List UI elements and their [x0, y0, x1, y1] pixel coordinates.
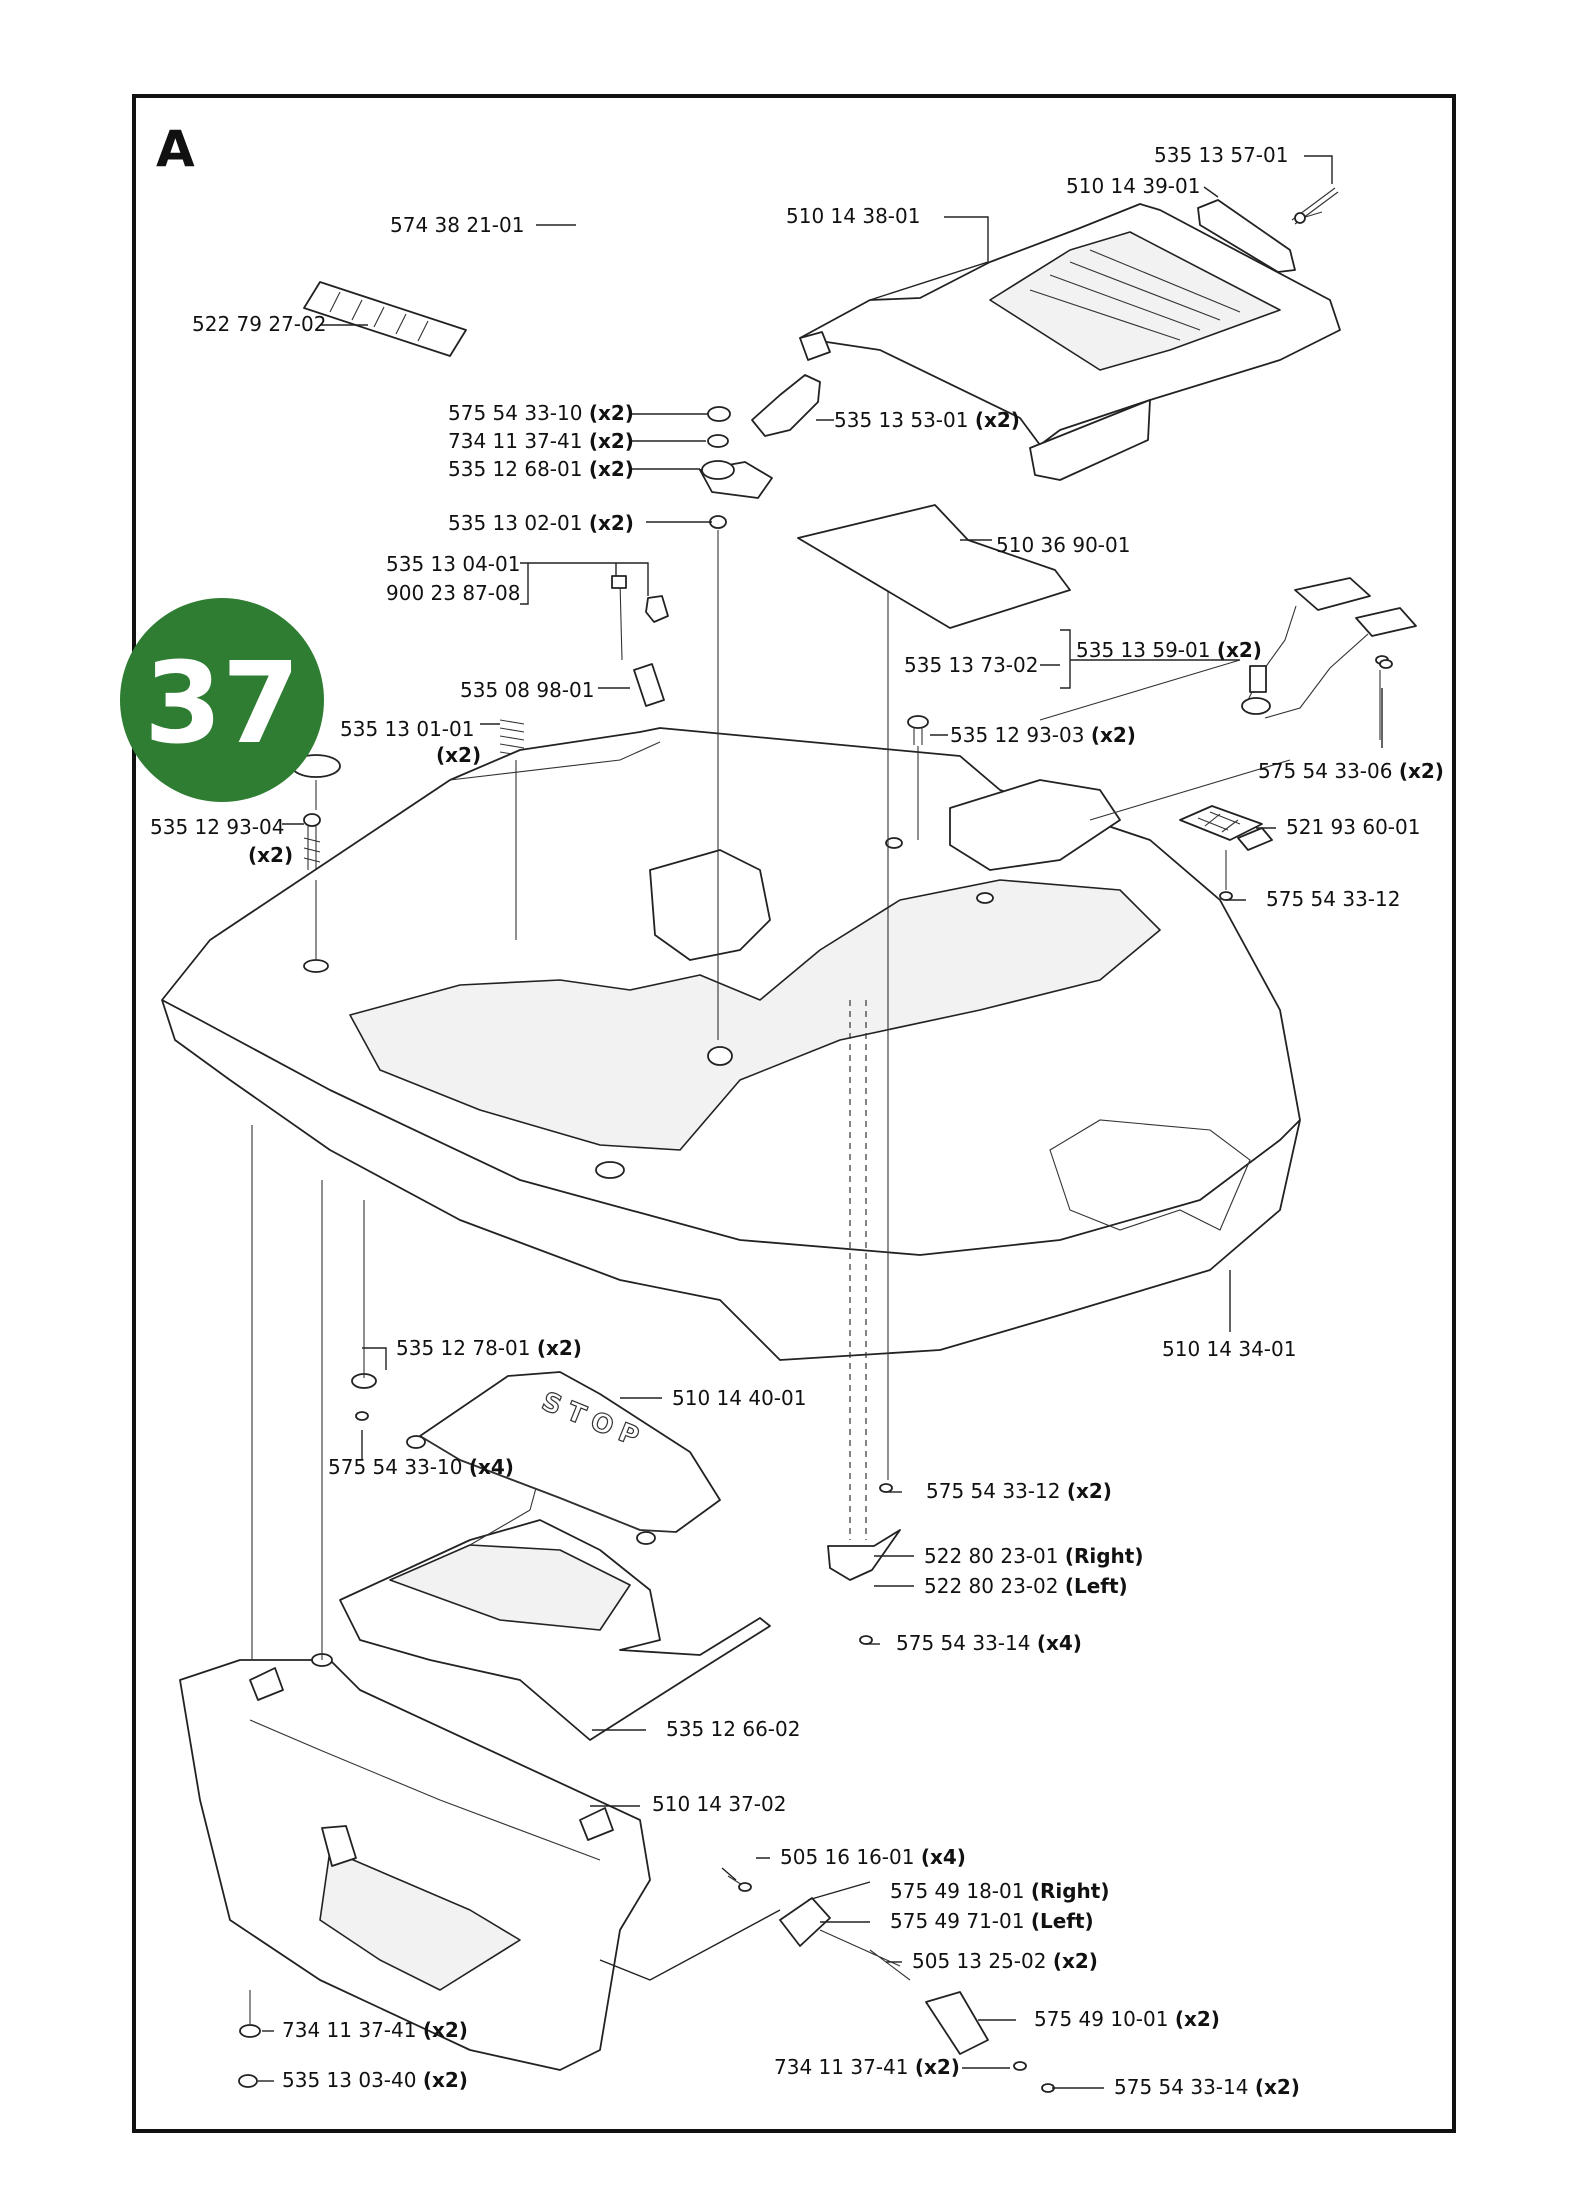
- label-535-12-93-04-qty: (x2): [248, 843, 293, 867]
- label-734-11-37-41-x2-bottom: 734 11 37-41 (x2): [282, 2018, 468, 2042]
- label-535-13-53-01-x2: 535 13 53-01 (x2): [834, 408, 1020, 432]
- label-535-13-04-01: 535 13 04-01: [386, 552, 520, 576]
- label-510-36-90-01: 510 36 90-01: [996, 533, 1130, 557]
- hinge-clip-part: [751, 374, 821, 437]
- label-535-13-03-40-x2: 535 13 03-40 (x2): [282, 2068, 468, 2092]
- label-575-54-33-14-x2: 575 54 33-14 (x2): [1114, 2075, 1300, 2099]
- label-575-54-33-10-x2: 575 54 33-10 (x2): [448, 401, 634, 425]
- label-521-93-60-01: 521 93 60-01: [1286, 815, 1420, 839]
- sensor-bracket-part: [1241, 577, 1417, 719]
- diagram-frame: [132, 94, 1456, 2133]
- main-body-part: [161, 727, 1301, 1361]
- label-510-14-40-01: 510 14 40-01: [672, 1386, 806, 1410]
- skid-plate-part: [827, 1529, 901, 1645]
- label-734-11-37-41-x2-wheel: 734 11 37-41 (x2): [774, 2055, 960, 2079]
- wheel-axle-assembly-part: [727, 1875, 1055, 2093]
- warning-decal-part: [303, 281, 467, 357]
- section-letter: A: [156, 120, 195, 178]
- label-505-13-25-02-x2: 505 13 25-02 (x2): [912, 1949, 1098, 1973]
- label-734-11-37-41-x2: 734 11 37-41 (x2): [448, 429, 634, 453]
- label-522-80-23-02-left: 522 80 23-02 (Left): [924, 1574, 1128, 1598]
- label-575-54-33-10-x4: 575 54 33-10 (x4): [328, 1455, 514, 1479]
- torsion-spring-part: [351, 1373, 377, 1421]
- label-575-49-71-01-left: 575 49 71-01 (Left): [890, 1909, 1094, 1933]
- label-510-14-34-01: 510 14 34-01: [1162, 1337, 1296, 1361]
- label-574-38-21-01: 574 38 21-01: [390, 213, 524, 237]
- label-535-12-78-01-x2: 535 12 78-01 (x2): [396, 1336, 582, 1360]
- label-900-23-87-08: 900 23 87-08: [386, 581, 520, 605]
- screw-33-12-part: [879, 1483, 893, 1493]
- compression-spring-part: [499, 719, 525, 757]
- label-535-13-73-02: 535 13 73-02: [904, 653, 1038, 677]
- cable-tie-part: [611, 575, 669, 661]
- insulation-mat-part: [797, 504, 1071, 629]
- cable-clip-part: [633, 663, 665, 707]
- page-number: 37: [144, 639, 300, 769]
- page-number-badge: 37: [120, 598, 324, 802]
- label-575-49-10-01-x2: 575 49 10-01 (x2): [1034, 2007, 1220, 2031]
- label-575-54-33-06-x2: 575 54 33-06 (x2): [1258, 759, 1444, 783]
- assembly-lines: [249, 530, 1381, 2024]
- part-labels: 535 13 57-01 510 14 39-01 510 14 38-01 5…: [150, 143, 1444, 2099]
- washer-bottom-part: [238, 2024, 261, 2088]
- label-510-14-38-01: 510 14 38-01: [786, 204, 920, 228]
- label-575-54-33-12: 575 54 33-12: [1266, 887, 1400, 911]
- label-535-12-93-04: 535 12 93-04: [150, 815, 284, 839]
- label-535-13-01-01-qty: (x2): [436, 743, 481, 767]
- screw-washer-stack-part: [699, 406, 773, 529]
- label-575-54-33-12-x2: 575 54 33-12 (x2): [926, 1479, 1112, 1503]
- upper-cover-part: [799, 203, 1341, 481]
- label-575-49-18-01-right: 575 49 18-01 (Right): [890, 1879, 1109, 1903]
- screw-part: [907, 715, 929, 745]
- label-535-13-57-01: 535 13 57-01: [1154, 143, 1288, 167]
- label-575-54-33-14-x4: 575 54 33-14 (x4): [896, 1631, 1082, 1655]
- label-535-12-66-02: 535 12 66-02: [666, 1717, 800, 1741]
- screw-and-washer-part: [291, 754, 341, 870]
- display-hatch-part: [339, 1487, 771, 1741]
- leader-lines: [258, 155, 1383, 2089]
- handle-part: [1197, 199, 1296, 273]
- label-535-12-68-01-x2: 535 12 68-01 (x2): [448, 457, 634, 481]
- label-535-13-01-01: 535 13 01-01: [340, 717, 474, 741]
- label-535-12-93-03-x2: 535 12 93-03 (x2): [950, 723, 1136, 747]
- label-535-08-98-01: 535 08 98-01: [460, 678, 594, 702]
- label-522-79-27-02: 522 79 27-02: [192, 312, 326, 336]
- label-535-13-59-01-x2: 535 13 59-01 (x2): [1076, 638, 1262, 662]
- spring-clip-part: [1291, 187, 1339, 225]
- label-535-13-02-01-x2: 535 13 02-01 (x2): [448, 511, 634, 535]
- screw-33-06-part: [1379, 659, 1393, 669]
- label-510-14-37-02: 510 14 37-02: [652, 1792, 786, 1816]
- label-510-14-39-01: 510 14 39-01: [1066, 174, 1200, 198]
- label-505-16-16-01-x4: 505 16 16-01 (x4): [780, 1845, 966, 1869]
- label-522-80-23-01-right: 522 80 23-01 (Right): [924, 1544, 1143, 1568]
